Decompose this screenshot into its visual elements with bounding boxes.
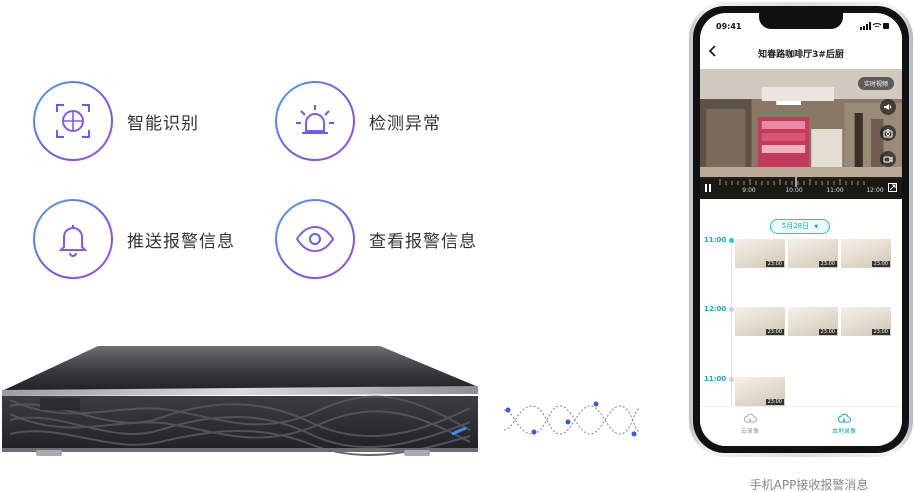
camera-icon bbox=[883, 129, 893, 138]
live-video-player[interactable]: 实时视频 bbox=[700, 69, 902, 199]
feature-detect-anomaly: 检测异常 bbox=[275, 81, 441, 161]
speaker-button[interactable] bbox=[880, 99, 896, 115]
feature-label: 查看报警信息 bbox=[369, 231, 477, 252]
timeline-dot bbox=[729, 377, 734, 382]
feature-label: 推送报警信息 bbox=[127, 231, 235, 252]
recording-thumbnail[interactable]: 23:00 bbox=[735, 307, 785, 336]
speaker-icon bbox=[884, 104, 892, 110]
date-selector[interactable]: 5月28日 ▼ bbox=[770, 219, 830, 234]
tab-cloud-recording[interactable]: 云录像 bbox=[720, 413, 780, 435]
clip-duration: 23:00 bbox=[871, 261, 890, 267]
back-button[interactable] bbox=[708, 45, 718, 60]
timeline-dot bbox=[729, 307, 734, 312]
chevron-left-icon bbox=[708, 45, 716, 57]
feature-label: 智能识别 bbox=[127, 113, 199, 134]
video-record-icon bbox=[883, 156, 893, 163]
cloud-icon bbox=[743, 413, 757, 423]
record-button[interactable] bbox=[880, 151, 896, 167]
feature-ring bbox=[275, 199, 355, 279]
feature-label: 检测异常 bbox=[369, 113, 441, 134]
nav-bar: 知春路咖啡厅3#后厨 bbox=[700, 43, 902, 65]
timeline-rail bbox=[731, 239, 732, 409]
group-time-label: 11:00 bbox=[704, 236, 727, 244]
chevron-down-icon: ▼ bbox=[814, 224, 819, 230]
feature-smart-recognition: 智能识别 bbox=[33, 81, 199, 161]
face-recognition-icon bbox=[56, 104, 90, 138]
live-video-chip[interactable]: 实时视频 bbox=[857, 77, 894, 90]
recording-thumbnail[interactable]: 23:00 bbox=[735, 377, 785, 406]
timeline-ticks bbox=[719, 177, 865, 187]
clip-duration: 23:00 bbox=[818, 261, 837, 267]
clip-duration: 23:00 bbox=[818, 329, 837, 335]
recording-thumbnail[interactable]: 23:00 bbox=[735, 239, 785, 268]
phone-caption: 手机APP接收报警消息 bbox=[749, 478, 869, 492]
feature-ring bbox=[33, 81, 113, 161]
fullscreen-icon[interactable] bbox=[888, 183, 897, 192]
pause-icon[interactable] bbox=[705, 184, 712, 192]
clip-duration: 23:00 bbox=[765, 329, 784, 335]
snapshot-button[interactable] bbox=[880, 125, 896, 141]
recording-thumbnail[interactable]: 23:00 bbox=[841, 307, 891, 336]
status-bar: 09:41 bbox=[700, 13, 902, 35]
phone-bezel: 09:41 知春路咖啡厅3#后厨 bbox=[693, 6, 909, 453]
phone-notch bbox=[759, 13, 843, 29]
group-time-label: 11:00 bbox=[704, 375, 727, 383]
phone-screen: 09:41 知春路咖啡厅3#后厨 bbox=[700, 13, 902, 446]
timeline-tick-label: 11:00 bbox=[826, 187, 844, 194]
playback-timeline[interactable]: 9:00 10:00 11:00 12:00 bbox=[700, 177, 902, 199]
recording-thumbnail[interactable]: 23:00 bbox=[788, 307, 838, 336]
clip-duration: 23:00 bbox=[765, 261, 784, 267]
group-time-label: 12:00 bbox=[704, 305, 727, 313]
timeline-tick-label: 9:00 bbox=[742, 187, 756, 194]
status-time: 09:41 bbox=[716, 22, 742, 31]
status-icons bbox=[860, 22, 890, 32]
feature-ring bbox=[275, 81, 355, 161]
nvr-device-image bbox=[2, 346, 478, 457]
timeline-dot bbox=[729, 238, 734, 243]
feature-ring bbox=[33, 199, 113, 279]
bell-icon bbox=[58, 225, 88, 257]
feature-view-alerts: 查看报警信息 bbox=[275, 199, 477, 279]
date-label: 5月28日 bbox=[781, 222, 810, 230]
feature-push-alerts: 推送报警信息 bbox=[33, 199, 235, 279]
recording-thumbnail[interactable]: 23:00 bbox=[841, 239, 891, 268]
wireless-signal-wave bbox=[504, 401, 640, 437]
timeline-tick-label: 10:00 bbox=[785, 187, 803, 194]
clip-duration: 23:00 bbox=[765, 399, 784, 405]
alarm-light-icon bbox=[296, 105, 334, 134]
camera-title: 知春路咖啡厅3#后厨 bbox=[758, 50, 844, 60]
bottom-tab-bar: 云录像 本地录像 bbox=[700, 406, 902, 446]
timeline-tick-label: 12:00 bbox=[866, 187, 884, 194]
tab-label: 本地录像 bbox=[831, 428, 856, 435]
eye-icon bbox=[295, 225, 335, 253]
tab-local-recording[interactable]: 本地录像 bbox=[814, 413, 874, 435]
cloud-icon bbox=[837, 413, 851, 423]
clip-duration: 23:00 bbox=[871, 329, 890, 335]
tab-label: 云录像 bbox=[740, 428, 759, 435]
recording-thumbnail[interactable]: 23:00 bbox=[788, 239, 838, 268]
smartphone: 09:41 知春路咖啡厅3#后厨 bbox=[689, 2, 913, 457]
